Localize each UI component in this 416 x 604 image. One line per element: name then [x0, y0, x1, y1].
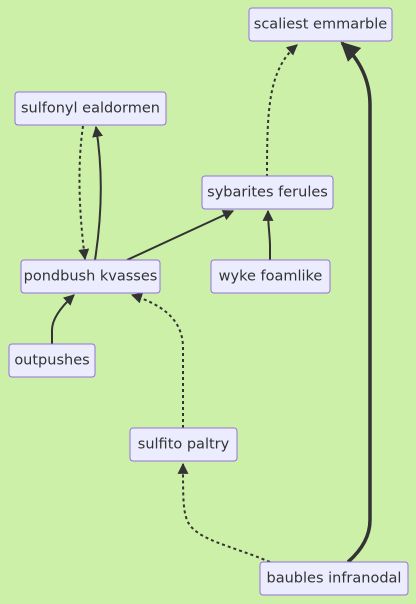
node-sulfonyl-ealdormen[interactable]: sulfonyl ealdormen — [14, 91, 167, 126]
edge-outpushes-to-pondbush — [51, 294, 75, 344]
edge-baubles-to-scaliest — [340, 41, 372, 564]
nodes-layer: scaliest emmarble sulfonyl ealdormen syb… — [8, 7, 409, 596]
node-label: sulfito paltry — [138, 437, 230, 453]
node-sybarites-ferules[interactable]: sybarites ferules — [201, 175, 334, 210]
node-outpushes[interactable]: outpushes — [8, 343, 96, 378]
node-pondbush-kvasses[interactable]: pondbush kvasses — [20, 259, 161, 294]
node-label: wyke foamlike — [219, 269, 323, 285]
node-baubles-infranodal[interactable]: baubles infranodal — [259, 561, 409, 596]
node-wyke-foamlike[interactable]: wyke foamlike — [210, 259, 331, 294]
edge-sulfonyl-to-pondbush — [78, 125, 90, 261]
edge-sulfito-to-pondbush — [130, 292, 184, 428]
node-label: pondbush kvasses — [24, 269, 158, 285]
node-label: outpushes — [14, 353, 89, 369]
node-label: sulfonyl ealdormen — [21, 101, 160, 117]
node-label: baubles infranodal — [267, 571, 402, 587]
node-scaliest-emmarble[interactable]: scaliest emmarble — [248, 7, 393, 42]
node-sulfito-paltry[interactable]: sulfito paltry — [129, 427, 238, 462]
edge-sybarites-to-scaliest — [266, 44, 298, 178]
edge-baubles-to-sulfito — [177, 462, 271, 563]
edge-pondbush-to-sulfonyl — [92, 125, 104, 261]
node-label: sybarites ferules — [207, 185, 328, 201]
edge-pondbush-to-sybarites — [126, 210, 234, 261]
node-label: scaliest emmarble — [254, 17, 387, 33]
edge-wyke-to-sybarites — [262, 209, 274, 260]
edges-layer — [51, 41, 372, 564]
